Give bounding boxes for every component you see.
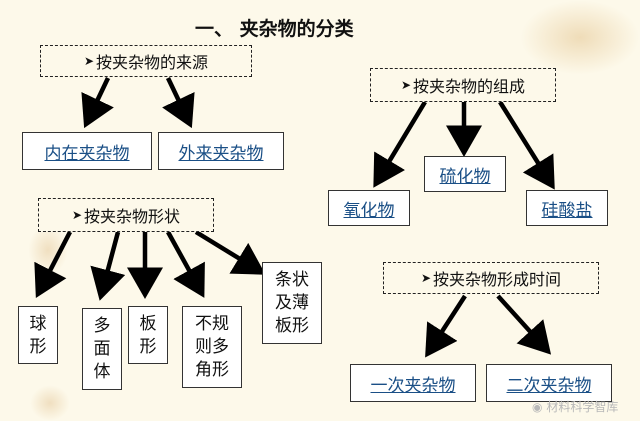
plate-label: 板形 [139, 314, 157, 357]
arrow-to-primary [425, 294, 467, 358]
arrow-to-irregular [166, 230, 205, 298]
primary-inclusion-label: 一次夹杂物 [370, 375, 456, 396]
shape-heading-label: 按夹杂物形状 [84, 207, 181, 226]
sulfide-label: 硫化物 [439, 166, 491, 187]
decor-stamp-top-right [520, 0, 640, 75]
strip-label: 条状及薄板形 [275, 270, 309, 336]
sulfide-box[interactable]: 硫化物 [424, 156, 506, 192]
arrow-to-polyhedron [90, 231, 126, 301]
oxide-label: 氧化物 [343, 200, 395, 221]
page-title: 一、 夹杂物的分类 [195, 18, 354, 40]
time-heading-label: 按夹杂物形成时间 [433, 270, 562, 289]
secondary-inclusion-label: 二次夹杂物 [506, 375, 592, 396]
time-heading: ➤ 按夹杂物形成时间 [383, 262, 599, 294]
arrow-to-secondary [496, 294, 552, 355]
strip-box[interactable]: 条状及薄板形 [262, 262, 322, 344]
arrow-to-external [162, 77, 195, 129]
external-inclusion-label: 外来夹杂物 [178, 143, 264, 164]
arrow-to-silicate [498, 100, 555, 190]
arrow-to-strip [194, 230, 266, 275]
internal-inclusion-box[interactable]: 内在夹杂物 [22, 132, 152, 170]
silicate-box[interactable]: 硅酸盐 [526, 190, 608, 226]
sphere-label: 球形 [29, 314, 47, 357]
external-inclusion-box[interactable]: 外来夹杂物 [158, 132, 284, 170]
internal-inclusion-label: 内在夹杂物 [44, 143, 130, 164]
composition-heading: ➤ 按夹杂物的组成 [370, 68, 556, 102]
triangle-bullet-icon: ➤ [71, 208, 83, 222]
sphere-box[interactable]: 球形 [18, 306, 58, 364]
polyhedron-box[interactable]: 多面体 [82, 308, 122, 390]
wechat-icon: ◉ [532, 400, 543, 414]
decor-stamp-bottom-left [30, 385, 70, 421]
arrow-to-oxide [373, 100, 427, 188]
triangle-bullet-icon: ➤ [83, 54, 95, 68]
irregular-box[interactable]: 不规则多角形 [182, 306, 242, 388]
arrow-to-internal [81, 77, 114, 129]
shape-heading: ➤ 按夹杂物形状 [38, 198, 214, 232]
irregular-label: 不规则多角形 [195, 314, 229, 380]
watermark-text: 材料科学智库 [546, 400, 619, 414]
composition-heading-label: 按夹杂物的组成 [413, 77, 526, 96]
polyhedron-label: 多面体 [93, 316, 111, 382]
silicate-label: 硅酸盐 [541, 200, 593, 221]
primary-inclusion-box[interactable]: 一次夹杂物 [350, 364, 476, 402]
arrow-to-sphere [34, 230, 72, 298]
triangle-bullet-icon: ➤ [400, 78, 412, 92]
oxide-box[interactable]: 氧化物 [328, 190, 410, 226]
source-heading-label: 按夹杂物的来源 [96, 53, 209, 72]
plate-box[interactable]: 板形 [128, 306, 168, 364]
watermark: ◉ 材料科学智库 [532, 398, 618, 415]
source-heading: ➤ 按夹杂物的来源 [40, 45, 252, 77]
secondary-inclusion-box[interactable]: 二次夹杂物 [486, 364, 612, 402]
triangle-bullet-icon: ➤ [420, 271, 432, 285]
